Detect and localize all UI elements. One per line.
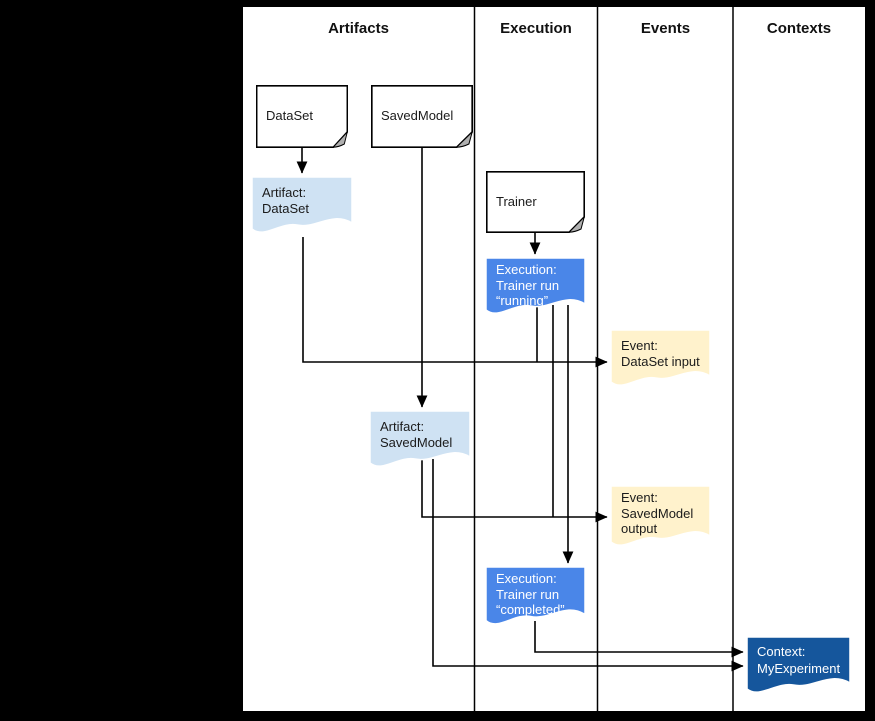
node-event-dataset-input: Event: DataSet input: [611, 329, 710, 395]
node-label: Artifact: DataSet: [262, 185, 309, 216]
column-header-execution: Execution: [500, 20, 572, 37]
node-execution-completed: Execution: Trainer run “completed”: [486, 566, 585, 634]
node-label: DataSet: [266, 108, 313, 123]
wave-shape-icon: [747, 636, 850, 693]
edge-artifactsavedmodel-to-event: [421, 459, 608, 523]
node-label: Execution: Trainer run “running”: [496, 262, 560, 308]
node-artifact-dataset: Artifact: DataSet: [252, 176, 352, 242]
diagram-canvas: Artifacts Execution Events Contexts: [243, 7, 865, 711]
edge-artifactsavedmodel-to-context: [432, 459, 744, 672]
node-label: Context: MyExperiment: [757, 644, 841, 676]
node-context-myexperiment: Context: MyExperiment: [747, 636, 850, 702]
document-shape-icon: [256, 85, 348, 148]
wave-shape-icon: [252, 176, 352, 233]
column-header-artifacts: Artifacts: [328, 20, 389, 37]
node-label: Trainer: [496, 194, 537, 209]
node-label: Execution: Trainer run “completed”: [496, 571, 565, 617]
node-artifact-savedmodel: Artifact: SavedModel: [370, 410, 470, 476]
node-dataset: DataSet: [256, 85, 348, 148]
wave-shape-icon: [370, 410, 470, 467]
edges-layer: [296, 7, 744, 711]
node-trainer: Trainer: [486, 171, 585, 233]
column-header-events: Events: [640, 20, 691, 37]
document-shape-icon: [371, 85, 473, 148]
document-shape-icon: [486, 171, 585, 233]
edge-artifactdataset-to-event: [302, 237, 608, 368]
node-execution-running: Execution: Trainer run “running”: [486, 257, 585, 323]
wave-shape-icon: [486, 257, 585, 314]
node-event-savedmodel-output: Event: SavedModel output: [611, 485, 710, 555]
column-header-contexts: Contexts: [766, 20, 832, 37]
node-label: SavedModel: [381, 108, 454, 123]
node-label: Event: SavedModel output: [621, 490, 694, 536]
wave-shape-icon: [611, 485, 710, 546]
node-savedmodel: SavedModel: [371, 85, 473, 148]
edge-completed-to-context: [534, 621, 744, 658]
node-label: Artifact: SavedModel: [380, 419, 453, 450]
wave-shape-icon: [611, 329, 710, 386]
wave-shape-icon: [486, 566, 585, 625]
node-label: Event: DataSet input: [621, 338, 700, 369]
